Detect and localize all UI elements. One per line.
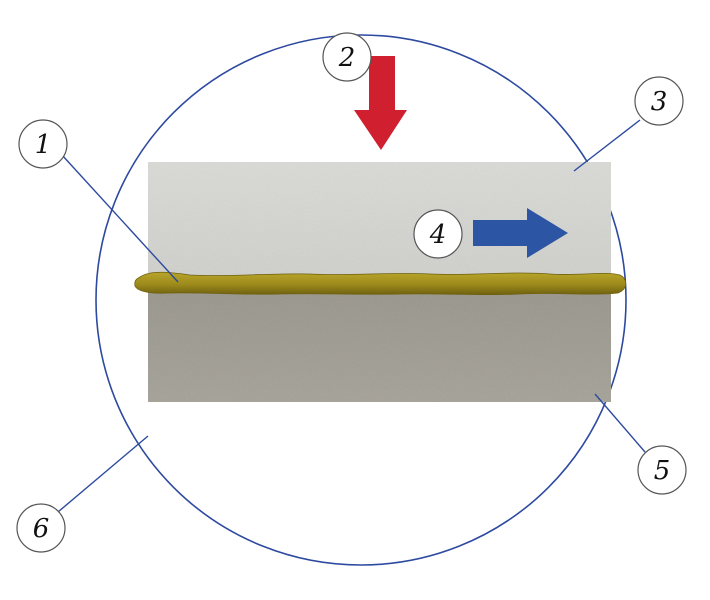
leader-line-6 <box>57 435 149 513</box>
callout-3-label: 3 <box>651 87 668 117</box>
callout-5-label: 5 <box>654 456 671 486</box>
callout-4: 4 <box>413 209 463 259</box>
boundary-circle <box>95 34 627 566</box>
callout-6-label: 6 <box>33 514 50 544</box>
callout-3: 3 <box>634 76 684 126</box>
callout-6: 6 <box>16 503 66 553</box>
callout-5: 5 <box>637 445 687 495</box>
downward-force-arrow <box>354 56 407 150</box>
callout-1: 1 <box>18 119 68 169</box>
callout-4-label: 4 <box>429 220 447 250</box>
leader-line-3 <box>573 119 641 172</box>
callout-1-label: 1 <box>35 130 52 160</box>
leader-line-5 <box>594 393 646 453</box>
adhesive-layer <box>134 271 627 296</box>
leader-line-1 <box>61 154 179 283</box>
shear-force-arrow <box>473 208 568 258</box>
callout-2-label: 2 <box>338 43 356 73</box>
lower-substrate <box>148 288 611 402</box>
callout-2: 2 <box>322 32 372 82</box>
